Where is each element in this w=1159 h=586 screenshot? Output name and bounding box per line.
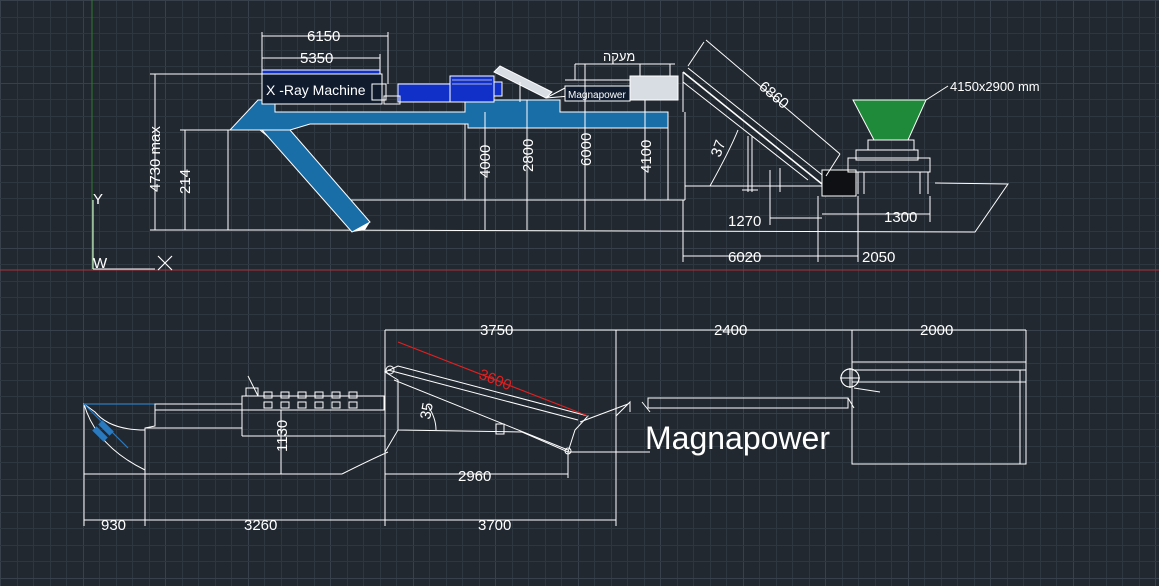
ucs-axis-lines	[0, 0, 1159, 271]
sorting-slot	[314, 401, 324, 409]
dim-1130: 1130	[274, 420, 291, 452]
dim-6020: 6020	[728, 249, 761, 266]
dim-37: 37	[708, 138, 730, 159]
dim-1270: 1270	[728, 213, 761, 230]
sorting-slot	[263, 391, 273, 399]
bottom-incline-conveyor	[383, 330, 589, 455]
transition-section	[568, 330, 855, 453]
dim-2800: 2800	[520, 139, 537, 172]
sorting-slot	[297, 401, 307, 409]
dim-3700: 3700	[478, 517, 511, 534]
sorting-slot	[331, 391, 341, 399]
dim-6000: 6000	[578, 133, 595, 166]
sorting-slot	[348, 401, 358, 409]
magnapower-large-label: Magnapower	[645, 420, 830, 456]
xray-machine: X -Ray Machine	[261, 69, 387, 105]
small-incline-conveyor	[493, 65, 571, 102]
sorting-slot	[280, 401, 290, 409]
magnapower-machine: Magnapower	[645, 330, 1027, 465]
ucs-icon: Y W	[92, 191, 173, 272]
bottom-elevation: Magnapower 3750 2400 2000 3600 35 1130 2…	[83, 322, 1027, 534]
dim-4100: 4100	[638, 140, 655, 173]
dim-2000: 2000	[920, 322, 953, 339]
long-incline-conveyor	[682, 67, 827, 192]
dim-3260: 3260	[244, 517, 277, 534]
dim-6150: 6150	[307, 28, 340, 45]
ucs-y-label: Y	[93, 191, 103, 208]
dim-1300: 1300	[884, 209, 917, 226]
bottom-dimension-lines	[83, 329, 1026, 526]
top-elevation: X -Ray Machine מעקה Magnapower	[147, 28, 1040, 266]
xray-frame	[228, 99, 669, 233]
dim-5350: 5350	[300, 50, 333, 67]
sorting-slot	[348, 391, 358, 399]
dim-3750: 3750	[480, 322, 513, 339]
dim-2400: 2400	[714, 322, 747, 339]
sorting-slot	[331, 401, 341, 409]
xray-machine-label: X -Ray Machine	[266, 82, 366, 98]
hopper-station: 4150x2900 mm	[821, 79, 1040, 197]
sorting-slot	[314, 391, 324, 399]
dim-2960: 2960	[458, 468, 491, 485]
hopper-size-label: 4150x2900 mm	[950, 79, 1040, 94]
left-chute	[83, 403, 155, 475]
sorting-slot	[297, 391, 307, 399]
dim-2050: 2050	[862, 249, 895, 266]
sorting-table	[241, 375, 385, 411]
railing-hebrew-label: מעקה	[603, 49, 635, 64]
magnapower-small-label: Magnapower	[568, 90, 626, 101]
hopper-funnel	[852, 99, 927, 141]
sorting-slot	[280, 391, 290, 399]
dim-930: 930	[101, 517, 126, 534]
dim-4730-max: 4730 max	[147, 126, 164, 192]
dim-214: 214	[177, 169, 194, 194]
belt-conveyors	[383, 75, 503, 105]
sorting-table-slots	[263, 391, 358, 409]
dim-4000: 4000	[477, 145, 494, 178]
top-dimension-lines	[150, 32, 931, 262]
railing-unit: מעקה Magnapower	[564, 49, 679, 102]
dim-35: 35	[417, 401, 437, 420]
ucs-w-label: W	[93, 255, 108, 272]
sorting-slot	[263, 401, 273, 409]
first-conveyor-bed	[144, 403, 389, 475]
